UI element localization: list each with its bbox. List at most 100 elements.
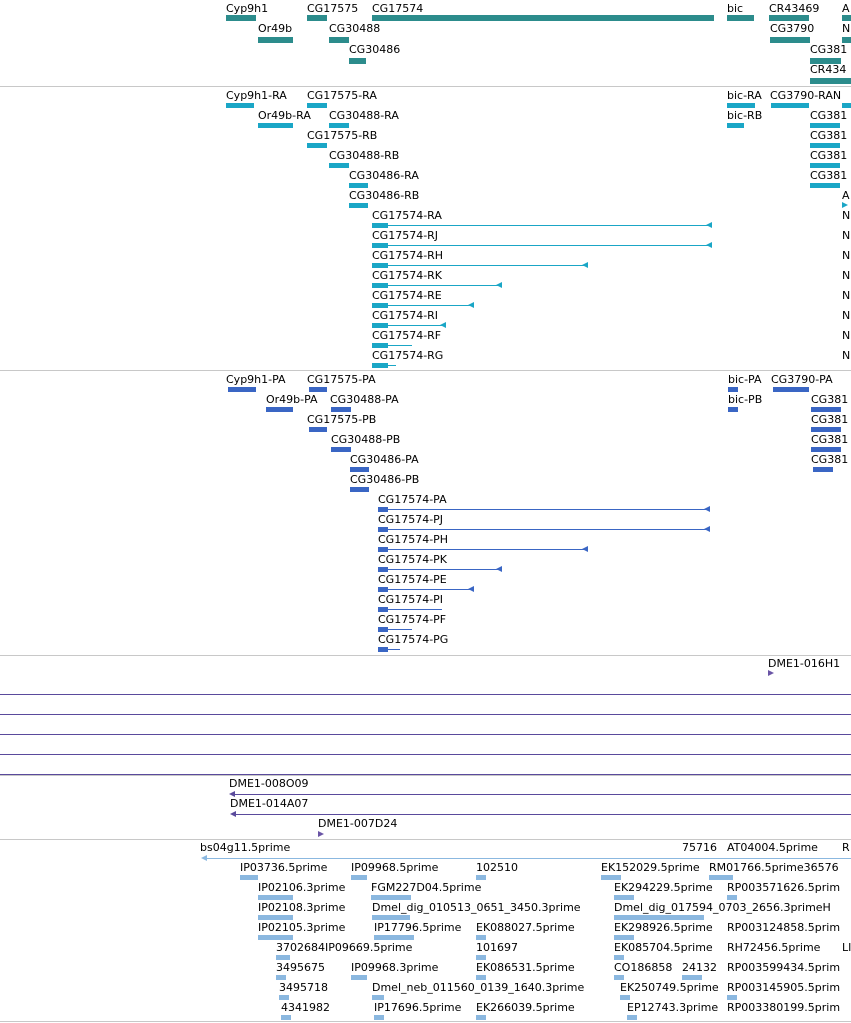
transcript-feature[interactable]: [372, 343, 388, 348]
transcript-label[interactable]: CG17574-RA: [372, 209, 442, 222]
est-feature[interactable]: [614, 955, 624, 960]
gene-feature[interactable]: [349, 58, 366, 64]
clone-feature[interactable]: [229, 791, 235, 797]
transcript-label[interactable]: CG30486-RA: [349, 169, 419, 182]
protein-feature[interactable]: [309, 387, 327, 392]
gene-feature[interactable]: [810, 58, 841, 64]
clone-feature[interactable]: [0, 714, 851, 715]
est-feature[interactable]: [374, 1015, 384, 1020]
transcript-label[interactable]: bic-RA: [727, 89, 762, 102]
transcript-label[interactable]: CG30488-RB: [329, 149, 400, 162]
transcript-feature[interactable]: [226, 103, 254, 108]
est-feature[interactable]: [614, 895, 634, 900]
gene-feature[interactable]: [842, 37, 851, 43]
transcript-label[interactable]: CG381: [810, 129, 848, 142]
transcript-label[interactable]: CG17574-RJ: [372, 229, 439, 242]
protein-label[interactable]: CG381: [811, 453, 849, 466]
transcript-label[interactable]: CG3790-RAN: [770, 89, 842, 102]
est-feature[interactable]: [727, 895, 737, 900]
protein-label[interactable]: CG17575-PB: [307, 413, 377, 426]
transcript-label[interactable]: CG30488-RA: [329, 109, 399, 122]
protein-label[interactable]: CG17574-PK: [378, 553, 448, 566]
protein-label[interactable]: CG30486-PA: [350, 453, 419, 466]
transcript-label[interactable]: CG17574-RE: [372, 289, 442, 302]
protein-feature[interactable]: [728, 407, 738, 412]
protein-feature[interactable]: [331, 407, 351, 412]
est-feature[interactable]: [371, 895, 411, 900]
transcript-label[interactable]: bic-RB: [727, 109, 763, 122]
transcript-feature[interactable]: [372, 283, 388, 288]
protein-label[interactable]: CG17574-PF: [378, 613, 447, 626]
transcript-feature[interactable]: [349, 203, 368, 208]
est-label[interactable]: 24132: [682, 961, 717, 974]
est-label[interactable]: 3495718: [279, 981, 328, 994]
protein-label[interactable]: CG17574-PE: [378, 573, 447, 586]
est-label[interactable]: IP02108.3prime: [258, 901, 346, 914]
clone-feature[interactable]: [236, 814, 851, 815]
transcript-feature[interactable]: [468, 302, 474, 308]
transcript-feature[interactable]: [810, 183, 840, 188]
transcript-feature[interactable]: [329, 123, 349, 128]
gene-feature[interactable]: [842, 15, 851, 21]
protein-label[interactable]: bic-PA: [728, 373, 762, 386]
est-feature[interactable]: [476, 935, 486, 940]
gene-label[interactable]: Cyp9h1: [226, 2, 269, 15]
transcript-label[interactable]: N: [842, 349, 851, 362]
protein-feature[interactable]: [813, 467, 833, 472]
est-feature[interactable]: [201, 855, 207, 861]
protein-label[interactable]: CG30488-PB: [331, 433, 401, 446]
transcript-label[interactable]: CG30486-RB: [349, 189, 420, 202]
est-feature[interactable]: [276, 955, 290, 960]
clone-feature[interactable]: [235, 794, 851, 795]
est-label[interactable]: LI: [842, 941, 851, 954]
protein-label[interactable]: bic-PB: [728, 393, 763, 406]
gene-feature[interactable]: [258, 37, 293, 43]
est-label[interactable]: RH72456.5prime: [727, 941, 821, 954]
transcript-label[interactable]: N: [842, 229, 851, 242]
gene-label[interactable]: bic: [727, 2, 744, 15]
est-label[interactable]: EK152029.5prime: [601, 861, 700, 874]
transcript-label[interactable]: A: [842, 189, 850, 202]
gene-feature[interactable]: [226, 15, 256, 21]
transcript-feature[interactable]: [582, 262, 588, 268]
protein-label[interactable]: CG17575-PA: [307, 373, 376, 386]
protein-feature[interactable]: [331, 447, 351, 452]
transcript-feature[interactable]: [810, 123, 840, 128]
transcript-feature[interactable]: [810, 143, 840, 148]
gene-label[interactable]: Or49b: [258, 22, 293, 35]
est-label[interactable]: IP09968.5prime: [351, 861, 439, 874]
transcript-feature[interactable]: [771, 103, 809, 108]
est-label[interactable]: EK088027.5prime: [476, 921, 575, 934]
transcript-feature[interactable]: [440, 322, 446, 328]
est-label[interactable]: EK266039.5prime: [476, 1001, 575, 1014]
est-label[interactable]: 3495675: [276, 961, 325, 974]
clone-label[interactable]: DME1-016H1: [768, 657, 841, 670]
est-label[interactable]: RP003571626.5prim: [727, 881, 841, 894]
transcript-feature[interactable]: [349, 183, 368, 188]
est-label[interactable]: RM01766.5prime36576: [709, 861, 839, 874]
transcript-feature[interactable]: [307, 103, 327, 108]
transcript-label[interactable]: CG17575-RA: [307, 89, 377, 102]
clone-feature[interactable]: [0, 754, 851, 755]
est-label[interactable]: bs04g11.5prime: [200, 841, 291, 854]
gene-feature[interactable]: [307, 15, 327, 21]
est-label[interactable]: IP03736.5prime: [240, 861, 328, 874]
protein-label[interactable]: CG17574-PI: [378, 593, 444, 606]
transcript-feature[interactable]: [727, 103, 755, 108]
est-label[interactable]: RP003124858.5prim: [727, 921, 841, 934]
clone-label[interactable]: DME1-007D24: [318, 817, 398, 830]
protein-label[interactable]: CG30488-PA: [330, 393, 399, 406]
transcript-feature[interactable]: [329, 163, 349, 168]
est-label[interactable]: FGM227D04.5prime: [371, 881, 482, 894]
est-feature[interactable]: [374, 935, 414, 940]
transcript-feature[interactable]: [372, 363, 388, 368]
protein-feature[interactable]: [773, 387, 809, 392]
est-label[interactable]: 3702684IP09669.5prime: [276, 941, 413, 954]
transcript-label[interactable]: Cyp9h1-RA: [226, 89, 287, 102]
gene-label[interactable]: CG3790: [770, 22, 815, 35]
protein-label[interactable]: CG381: [811, 413, 849, 426]
gene-feature[interactable]: [810, 78, 851, 84]
gene-label[interactable]: CG381: [810, 43, 848, 56]
protein-feature[interactable]: [704, 526, 710, 532]
clone-feature[interactable]: [768, 670, 774, 676]
